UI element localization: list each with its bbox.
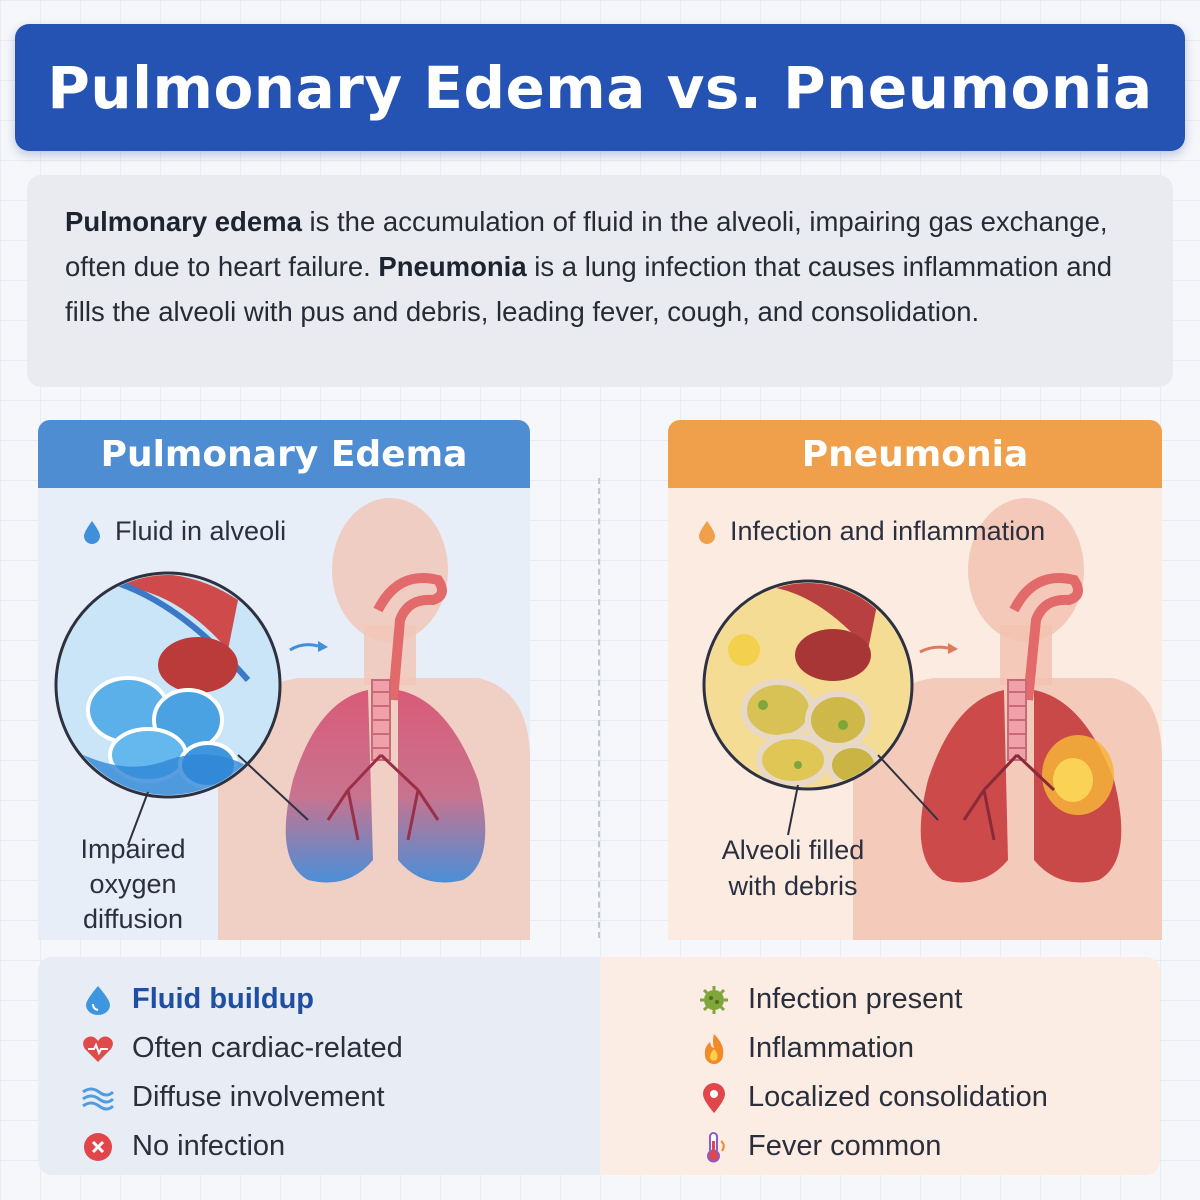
list-item: Diffuse involvement xyxy=(80,1073,403,1122)
edema-features-box: Fluid buildup Often cardiac-related Diff… xyxy=(38,957,600,1175)
pneumonia-feature-label: Fever common xyxy=(748,1130,942,1162)
pneumonia-feature-label: Infection present xyxy=(748,983,963,1015)
edema-illustration xyxy=(54,498,530,940)
waves-icon xyxy=(80,1080,116,1116)
list-item: Localized consolidation xyxy=(696,1073,1048,1122)
edema-panel: Pulmonary Edema xyxy=(38,420,530,940)
intro-term-pneumonia: Pneumonia xyxy=(378,251,527,282)
edema-callout-line1: Impaired xyxy=(80,834,186,864)
pneumonia-callout-line2: with debris xyxy=(728,871,858,901)
pneumonia-callout: Alveoli filled with debris xyxy=(698,832,888,904)
intro-term-edema: Pulmonary edema xyxy=(65,206,302,237)
page-title: Pulmonary Edema vs. Pneumonia xyxy=(47,53,1153,122)
heart-icon xyxy=(80,1031,116,1067)
water-drop-icon xyxy=(84,520,100,544)
list-item: Infection present xyxy=(696,975,1048,1024)
pneumonia-features-list: Infection present Inflammation Localized… xyxy=(696,975,1048,1171)
intro-text-edema: is the accumulation of fluid in the alve… xyxy=(65,206,1108,282)
edema-callout-line3: diffusion xyxy=(82,904,184,934)
intro-box: Pulmonary edema is the accumulation of f… xyxy=(27,175,1173,387)
pneumonia-tag: Infection and inflammation xyxy=(698,516,1045,547)
water-drop-icon xyxy=(80,982,116,1018)
flame-drop-icon xyxy=(699,520,715,544)
pneumonia-callout-line1: Alveoli filled xyxy=(721,835,865,865)
edema-feature-label: No infection xyxy=(132,1130,286,1162)
list-item: Fluid buildup xyxy=(80,975,403,1024)
edema-feature-label: Often cardiac-related xyxy=(132,1032,403,1064)
pneumonia-lungs xyxy=(920,690,1122,883)
list-item: Inflammation xyxy=(696,1024,1048,1073)
intro-text-pneumonia: is a lung infection that causes inflamma… xyxy=(65,251,1113,327)
edema-lungs xyxy=(285,690,486,883)
pneumonia-features-box: Infection present Inflammation Localized… xyxy=(600,957,1160,1175)
edema-callout: Impaired oxygen diffusion xyxy=(58,832,208,937)
pneumonia-alveoli-magnified xyxy=(702,579,958,836)
pneumonia-tag-label: Infection and inflammation xyxy=(730,516,1046,546)
edema-panel-header: Pulmonary Edema xyxy=(38,420,530,488)
location-pin-icon xyxy=(696,1080,732,1116)
pneumonia-feature-label: Inflammation xyxy=(748,1032,915,1064)
title-banner: Pulmonary Edema vs. Pneumonia xyxy=(15,24,1185,151)
list-item: Often cardiac-related xyxy=(80,1024,403,1073)
list-item: No infection xyxy=(80,1122,403,1171)
panel-divider xyxy=(598,478,600,938)
pneumonia-illustration xyxy=(702,498,1162,940)
intro-text: Pulmonary edema is the accumulation of f… xyxy=(65,199,1135,334)
edema-callout-line2: oxygen xyxy=(89,869,177,899)
edema-features-list: Fluid buildup Often cardiac-related Diff… xyxy=(80,975,403,1171)
pneumonia-panel-header: Pneumonia xyxy=(668,420,1162,488)
flame-icon xyxy=(696,1031,732,1067)
list-item: Fever common xyxy=(696,1122,1048,1171)
pneumonia-panel: Pneumonia xyxy=(668,420,1162,940)
edema-trachea xyxy=(371,573,447,761)
edema-tag: Fluid in alveoli xyxy=(83,516,286,547)
germ-icon xyxy=(696,982,732,1018)
thermometer-icon xyxy=(696,1129,732,1165)
x-circle-icon xyxy=(80,1129,116,1165)
edema-feature-label: Diffuse involvement xyxy=(132,1081,385,1113)
edema-feature-label: Fluid buildup xyxy=(132,983,315,1015)
edema-tag-label: Fluid in alveoli xyxy=(115,516,287,546)
pneumonia-trachea xyxy=(1007,573,1083,761)
pneumonia-feature-label: Localized consolidation xyxy=(748,1081,1048,1113)
